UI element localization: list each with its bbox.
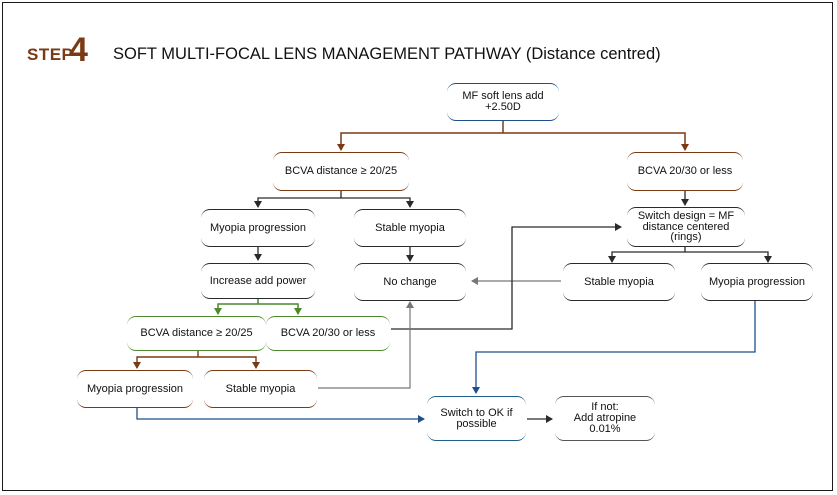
connector-increase-add-split xyxy=(217,298,299,312)
node-myopia-progression-2: Myopia progression xyxy=(701,263,813,301)
node-myopia-progression-2-label: Myopia progression xyxy=(709,275,805,288)
node-stable-myopia-1: Stable myopia xyxy=(354,209,466,247)
node-if-not: If not: Add atropine 0.01% xyxy=(555,396,655,441)
node-increase-add: Increase add power xyxy=(201,263,315,299)
node-bcva-good-2-label: BCVA distance ≥ 20/25 xyxy=(140,327,253,339)
node-stable-myopia-3: Stable myopia xyxy=(204,370,317,408)
node-myopia-progression-3: Myopia progression xyxy=(77,370,193,408)
node-increase-add-label: Increase add power xyxy=(209,274,307,287)
connector-bcva-good-split xyxy=(257,190,411,205)
page-title: SOFT MULTI-FOCAL LENS MANAGEMENT PATHWAY… xyxy=(113,45,661,63)
node-bcva-good: BCVA distance ≥ 20/25 xyxy=(273,152,409,191)
connector-root-split xyxy=(340,120,686,149)
connector-stable3-to-no-change xyxy=(318,301,414,389)
node-switch-ok-label: Switch to OK if possible xyxy=(440,406,513,430)
connector-bcva-good2-split xyxy=(136,350,257,366)
node-no-change: No change xyxy=(354,263,466,301)
step-label: STEP xyxy=(27,45,74,64)
node-if-not-label: If not: Add atropine 0.01% xyxy=(573,401,637,435)
node-bcva-good-label: BCVA distance ≥ 20/25 xyxy=(284,165,398,177)
connector-progression2-to-switch-ok xyxy=(472,300,756,394)
node-bcva-poor-2: BCVA 20/30 or less xyxy=(266,316,390,351)
node-myopia-progression-3-label: Myopia progression xyxy=(87,382,183,395)
node-myopia-progression-1-label: Myopia progression xyxy=(210,221,306,234)
node-switch-ok: Switch to OK if possible xyxy=(427,396,526,441)
step-number: 4 xyxy=(69,31,88,69)
connector-progression3-to-switch-ok xyxy=(136,407,425,423)
node-root-label: MF soft lens add +2.50D xyxy=(462,90,544,113)
connector-switch-design-split xyxy=(611,246,769,260)
node-bcva-poor: BCVA 20/30 or less xyxy=(627,152,743,191)
node-myopia-progression-1: Myopia progression xyxy=(201,209,315,247)
node-stable-myopia-1-label: Stable myopia xyxy=(375,221,445,234)
node-stable-myopia-3-label: Stable myopia xyxy=(225,382,296,395)
node-bcva-good-2: BCVA distance ≥ 20/25 xyxy=(127,316,266,351)
node-bcva-poor-2-label: BCVA 20/30 or less xyxy=(280,327,376,339)
node-stable-myopia-2: Stable myopia xyxy=(563,263,675,301)
node-root: MF soft lens add +2.50D xyxy=(447,83,559,121)
node-switch-design-label: Switch design = MF distance centered (ri… xyxy=(637,210,735,244)
node-stable-myopia-2-label: Stable myopia xyxy=(584,275,654,288)
connector-bcva-poor2-to-switch xyxy=(391,223,622,330)
node-bcva-poor-label: BCVA 20/30 or less xyxy=(637,165,733,177)
node-no-change-label: No change xyxy=(383,275,437,288)
node-switch-design: Switch design = MF distance centered (ri… xyxy=(627,207,745,247)
